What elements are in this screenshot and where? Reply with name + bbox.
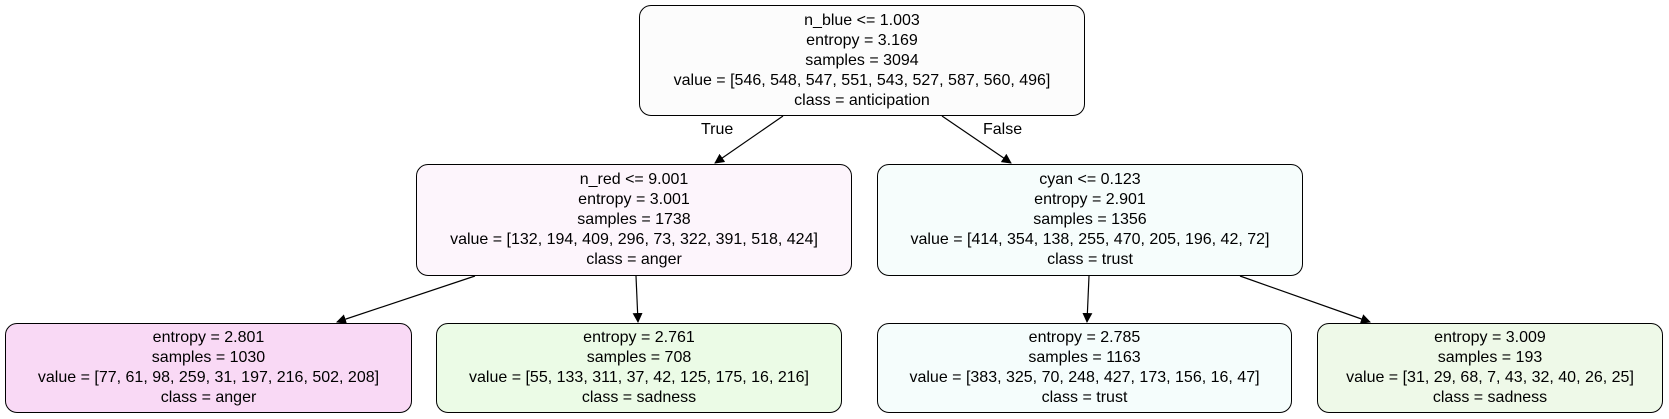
node-entropy: entropy = 3.001 xyxy=(578,191,690,208)
node-samples: samples = 1356 xyxy=(1033,211,1147,228)
node-leaf-lr: entropy = 2.761 samples = 708 value = [5… xyxy=(436,323,842,413)
node-entropy: entropy = 2.785 xyxy=(1028,329,1141,346)
node-samples: samples = 193 xyxy=(1437,349,1543,366)
node-class: class = sadness xyxy=(1432,389,1548,406)
node-left: n_red <= 9.001 entropy = 3.001 samples =… xyxy=(416,164,852,276)
node-right: cyan <= 0.123 entropy = 2.901 samples = … xyxy=(877,164,1303,276)
edge-right-rl xyxy=(1082,275,1093,323)
node-class: class = sadness xyxy=(581,389,697,406)
edge-root-right xyxy=(941,115,1012,164)
node-samples: samples = 1738 xyxy=(577,211,691,228)
edge-left-ll xyxy=(336,275,476,324)
node-value: value = [546, 548, 547, 551, 543, 527, 5… xyxy=(673,71,1051,89)
node-value: value = [55, 133, 311, 37, 42, 125, 175,… xyxy=(469,369,809,386)
node-rule: cyan <= 0.123 xyxy=(1039,171,1141,188)
edge-label-false: False xyxy=(983,121,1023,138)
node-class: class = anger xyxy=(586,251,682,268)
node-entropy: entropy = 2.761 xyxy=(583,329,695,346)
node-samples: samples = 708 xyxy=(586,349,692,366)
node-samples: samples = 1163 xyxy=(1028,349,1141,366)
node-class: class = trust xyxy=(1041,389,1128,406)
node-value: value = [77, 61, 98, 259, 31, 197, 216, … xyxy=(37,369,380,386)
node-class: class = anger xyxy=(160,389,257,406)
edge-root-left xyxy=(714,115,784,164)
node-leaf-rl: entropy = 2.785 samples = 1163 value = [… xyxy=(877,323,1292,413)
node-root: n_blue <= 1.003 entropy = 3.169 samples … xyxy=(639,5,1085,116)
node-leaf-ll: entropy = 2.801 samples = 1030 value = [… xyxy=(5,323,412,413)
node-samples: samples = 3094 xyxy=(805,51,919,69)
edge-right-rr xyxy=(1239,275,1371,324)
node-entropy: entropy = 2.901 xyxy=(1034,191,1146,208)
node-value: value = [31, 29, 68, 7, 43, 32, 40, 26, … xyxy=(1346,369,1634,386)
node-entropy: entropy = 3.169 xyxy=(806,31,918,49)
edge-label-true: True xyxy=(701,121,734,138)
node-class: class = trust xyxy=(1047,251,1133,268)
node-value: value = [414, 354, 138, 255, 470, 205, 1… xyxy=(910,231,1270,248)
node-value: value = [383, 325, 70, 248, 427, 173, 15… xyxy=(909,369,1260,386)
node-class: class = anticipation xyxy=(794,91,930,109)
node-entropy: entropy = 3.009 xyxy=(1434,329,1546,346)
edge-left-lr xyxy=(632,275,643,323)
node-rule: n_blue <= 1.003 xyxy=(804,11,920,29)
node-samples: samples = 1030 xyxy=(151,349,266,366)
node-rule: n_red <= 9.001 xyxy=(579,171,689,188)
node-value: value = [132, 194, 409, 296, 73, 322, 39… xyxy=(450,231,818,248)
node-leaf-rr: entropy = 3.009 samples = 193 value = [3… xyxy=(1317,323,1663,413)
node-entropy: entropy = 2.801 xyxy=(152,329,265,346)
